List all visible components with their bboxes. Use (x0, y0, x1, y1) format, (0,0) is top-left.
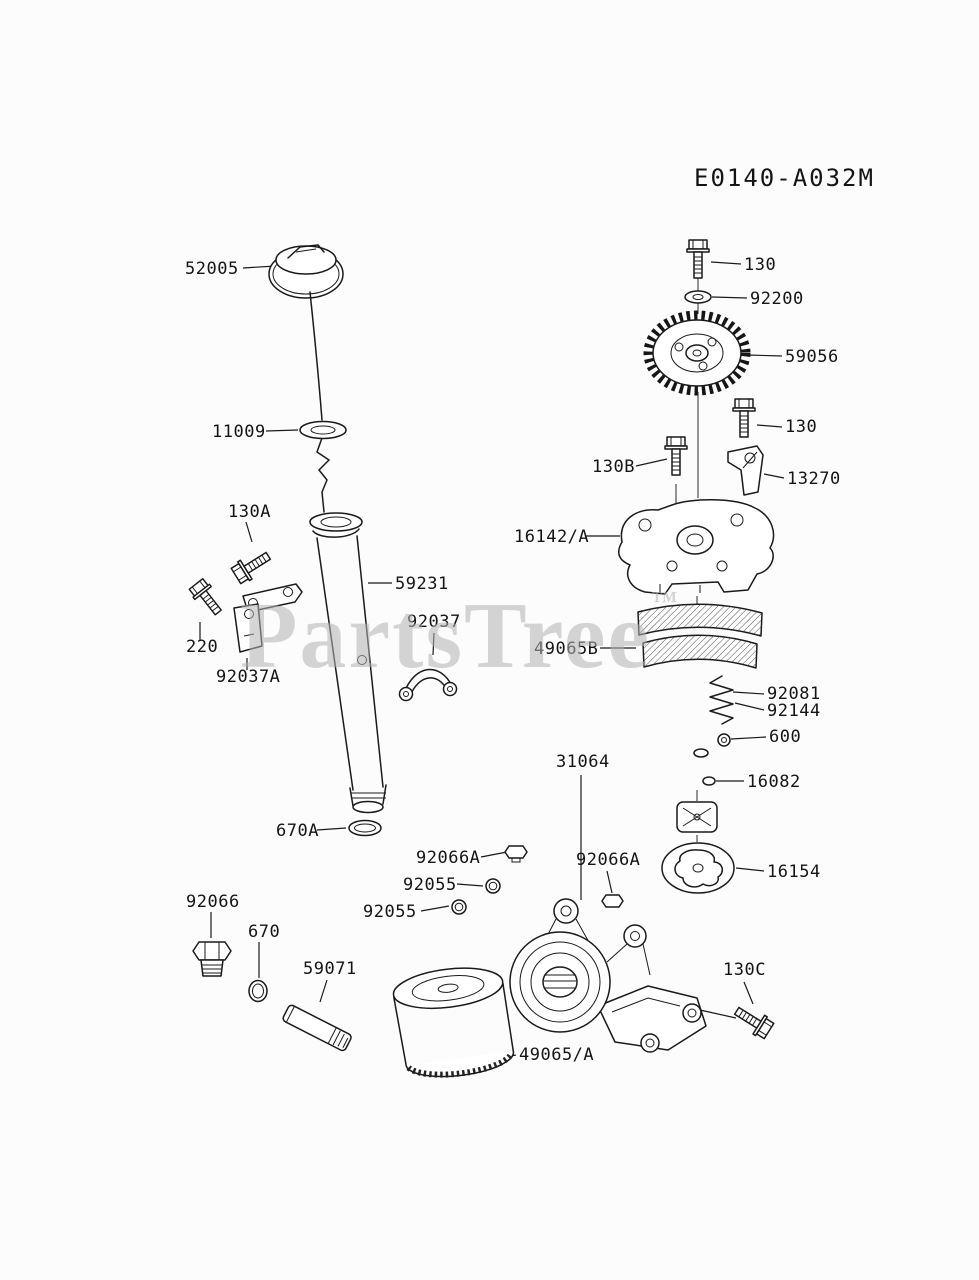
part-label-16154: 16154 (767, 862, 821, 882)
valve-600-drawing (693, 733, 731, 758)
part-label-92066a-upper: 92066A (416, 848, 480, 868)
plug-92066-drawing (192, 941, 232, 977)
plug-92066a-upper-drawing (504, 845, 528, 863)
part-label-16142a: 16142/A (514, 527, 589, 547)
bolt-130c-drawing (730, 1000, 776, 1042)
screen-49065b-drawing (637, 603, 763, 669)
bracket-92037a-drawing (233, 583, 303, 653)
o-ring-670a-drawing (348, 819, 382, 837)
part-label-16082: 16082 (747, 772, 801, 792)
part-label-670a: 670A (276, 821, 319, 841)
part-label-92037a: 92037A (216, 667, 280, 687)
part-label-92055-upper: 92055 (403, 875, 457, 895)
part-labels: 52005 11009 130A 220 92037A 59231 92037 … (185, 255, 841, 1065)
clamp-92037-drawing (398, 668, 458, 702)
plug-92066a-lower-drawing (601, 894, 624, 908)
oil-filter-49065a-drawing (392, 967, 515, 1078)
part-label-130-top: 130 (744, 255, 776, 275)
part-label-92066: 92066 (186, 892, 240, 912)
part-label-92037: 92037 (407, 612, 461, 632)
oil-filler-cap-drawing (268, 244, 344, 299)
part-label-130a: 130A (228, 502, 271, 522)
tube-59071-drawing (282, 1004, 352, 1052)
bracket-13270-drawing (727, 445, 764, 496)
oil-tube-59231-drawing (309, 512, 387, 814)
part-label-130c: 130C (723, 960, 766, 980)
part-label-13270: 13270 (787, 469, 841, 489)
o-ring-92055-lower-drawing (451, 899, 467, 915)
part-label-92055-lower: 92055 (363, 902, 417, 922)
washer-92200-drawing (684, 290, 712, 304)
part-label-49065a: 49065/A (519, 1045, 594, 1065)
diagram-id: E0140-A032M (694, 164, 875, 192)
bolt-130-mid-drawing (732, 398, 756, 438)
part-label-49065b: 49065B (534, 639, 598, 659)
bolt-130b-drawing (664, 436, 688, 476)
part-label-59056: 59056 (785, 347, 839, 367)
part-label-92081: 92081 (767, 684, 821, 704)
part-label-92200: 92200 (750, 289, 804, 309)
part-label-130b: 130B (592, 457, 635, 477)
pump-body-16142a-drawing (617, 499, 775, 595)
part-label-670: 670 (248, 922, 280, 942)
rotor-16154-drawing (661, 842, 735, 894)
part-label-130-mid: 130 (785, 417, 817, 437)
o-ring-92055-upper-drawing (485, 878, 501, 894)
bolt-220-drawing (187, 576, 228, 620)
part-label-220: 220 (186, 637, 218, 657)
part-label-92066a-lower: 92066A (576, 850, 640, 870)
part-label-92144: 92144 (767, 701, 821, 721)
plug-16082-drawing (676, 776, 718, 833)
part-label-59071: 59071 (303, 959, 357, 979)
gasket-11009-drawing (299, 420, 347, 440)
spring-92081-drawing (709, 675, 734, 725)
dipstick-drawing (309, 291, 330, 513)
part-label-11009: 11009 (212, 422, 266, 442)
part-label-31064: 31064 (556, 752, 610, 772)
oil-pump-31064-drawing (509, 898, 707, 1053)
part-label-59231: 59231 (395, 574, 449, 594)
part-label-52005: 52005 (185, 259, 239, 279)
gear-59056-drawing (643, 310, 751, 396)
part-label-600: 600 (769, 727, 801, 747)
bolt-130-top-drawing (686, 239, 710, 279)
bolt-130a-drawing (229, 545, 275, 587)
o-ring-670-drawing (248, 979, 268, 1003)
